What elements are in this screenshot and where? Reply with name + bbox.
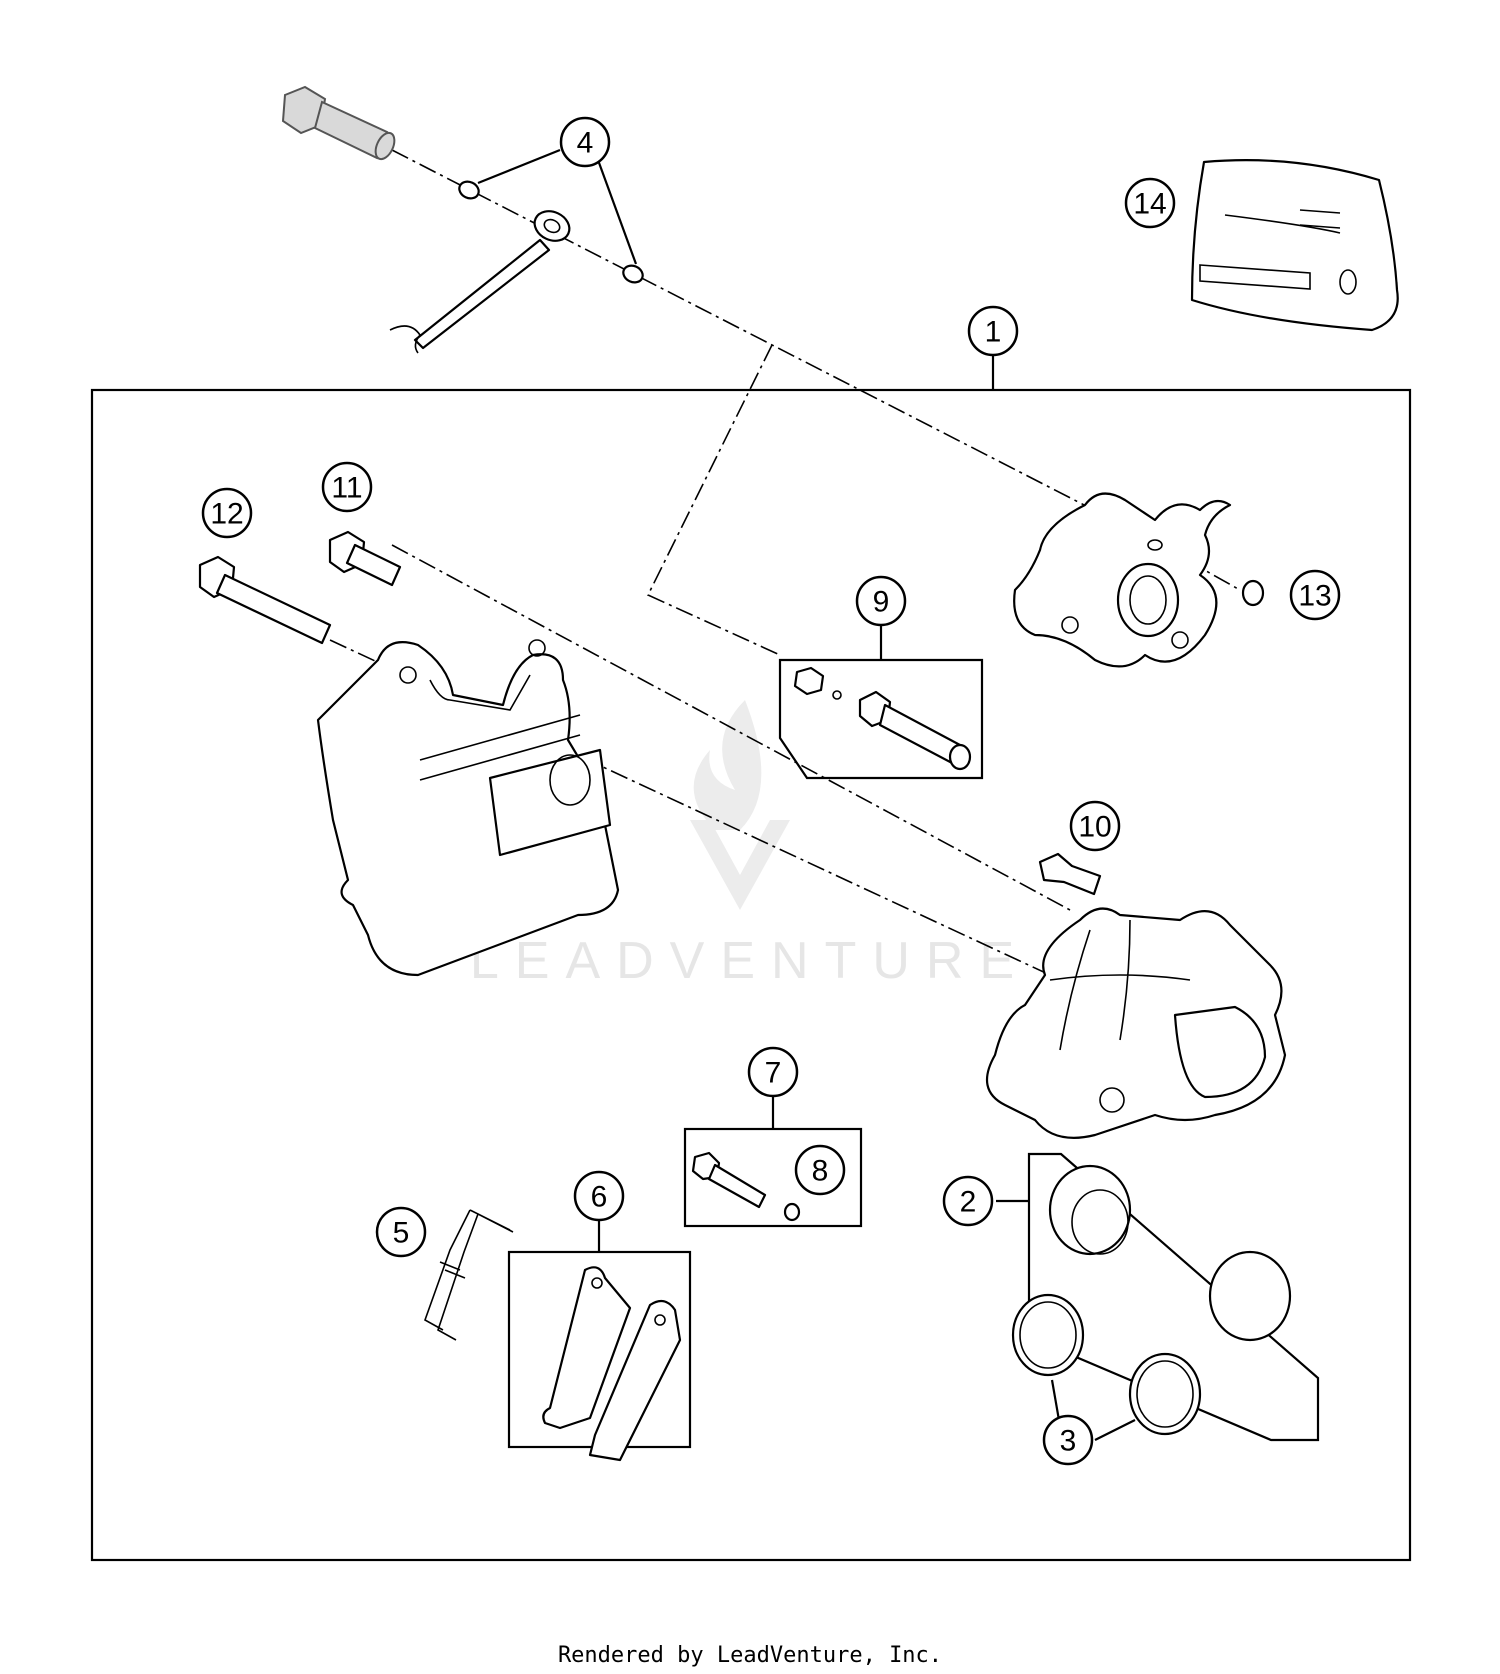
- svg-text:2: 2: [960, 1186, 977, 1219]
- bolt-10-part: [1038, 852, 1102, 896]
- svg-text:11: 11: [331, 472, 362, 505]
- brake-hose-part: [389, 210, 571, 354]
- svg-text:1: 1: [985, 316, 1002, 349]
- banjo-bolt-part: [281, 85, 396, 161]
- bolt-11-part: [328, 530, 402, 587]
- kit-frame: [90, 388, 1412, 1562]
- caliper-bracket-part: [316, 639, 620, 977]
- svg-text:13: 13: [1298, 580, 1331, 613]
- callout-4: 4: [559, 116, 611, 168]
- leader-3b: [1094, 1419, 1136, 1441]
- oring-13-part: [1241, 579, 1265, 607]
- watermark-text: LEADVENTURE: [470, 932, 1030, 990]
- leader-4b: [596, 159, 638, 265]
- callout-9: 9: [855, 575, 907, 627]
- callout-6: 6: [573, 1170, 625, 1222]
- callout-11: 11: [321, 461, 373, 513]
- leader-4a: [477, 148, 561, 185]
- pad-spring-part: [424, 1209, 514, 1341]
- svg-text:14: 14: [1133, 188, 1166, 221]
- caliper-housing-upper-part: [1013, 492, 1232, 668]
- seal-right-part: [1128, 1352, 1202, 1436]
- seal-left-part: [1011, 1293, 1085, 1377]
- svg-text:4: 4: [577, 127, 594, 160]
- callout-8: 8: [794, 1144, 846, 1196]
- bolt-12-part: [198, 555, 332, 645]
- callout-13: 13: [1289, 569, 1341, 621]
- callout-1: 1: [967, 305, 1019, 357]
- callout-2: 2: [942, 1175, 994, 1227]
- svg-text:7: 7: [765, 1057, 782, 1090]
- callout-3: 3: [1042, 1414, 1094, 1466]
- lubricant-packet-part: [1190, 159, 1399, 332]
- pistons-box: [1027, 1152, 1320, 1442]
- callout-5: 5: [375, 1206, 427, 1258]
- caliper-housing-main-part: [985, 907, 1287, 1139]
- watermark-v-icon: [690, 820, 790, 910]
- svg-text:5: 5: [393, 1217, 410, 1250]
- callout-10: 10: [1069, 800, 1121, 852]
- svg-text:8: 8: [812, 1155, 829, 1188]
- seal-left-inner: [1019, 1301, 1077, 1369]
- svg-text:3: 3: [1060, 1425, 1077, 1458]
- washer-lower-part: [622, 264, 644, 284]
- bleeder-kit-box: [778, 658, 984, 780]
- brake-pads-box: [507, 1250, 692, 1462]
- callout-14: 14: [1124, 177, 1176, 229]
- callout-7: 7: [747, 1046, 799, 1098]
- watermark-flame-icon: [693, 700, 762, 830]
- svg-text:6: 6: [591, 1181, 608, 1214]
- callout-12: 12: [201, 487, 253, 539]
- svg-text:9: 9: [873, 586, 890, 619]
- svg-text:10: 10: [1078, 811, 1111, 844]
- seal-right-inner: [1136, 1360, 1194, 1428]
- svg-text:12: 12: [210, 498, 243, 531]
- watermark: LEADVENTURE: [470, 700, 1030, 990]
- footer-credit: Rendered by LeadVenture, Inc.: [557, 1643, 943, 1668]
- washer-upper-part: [458, 180, 480, 200]
